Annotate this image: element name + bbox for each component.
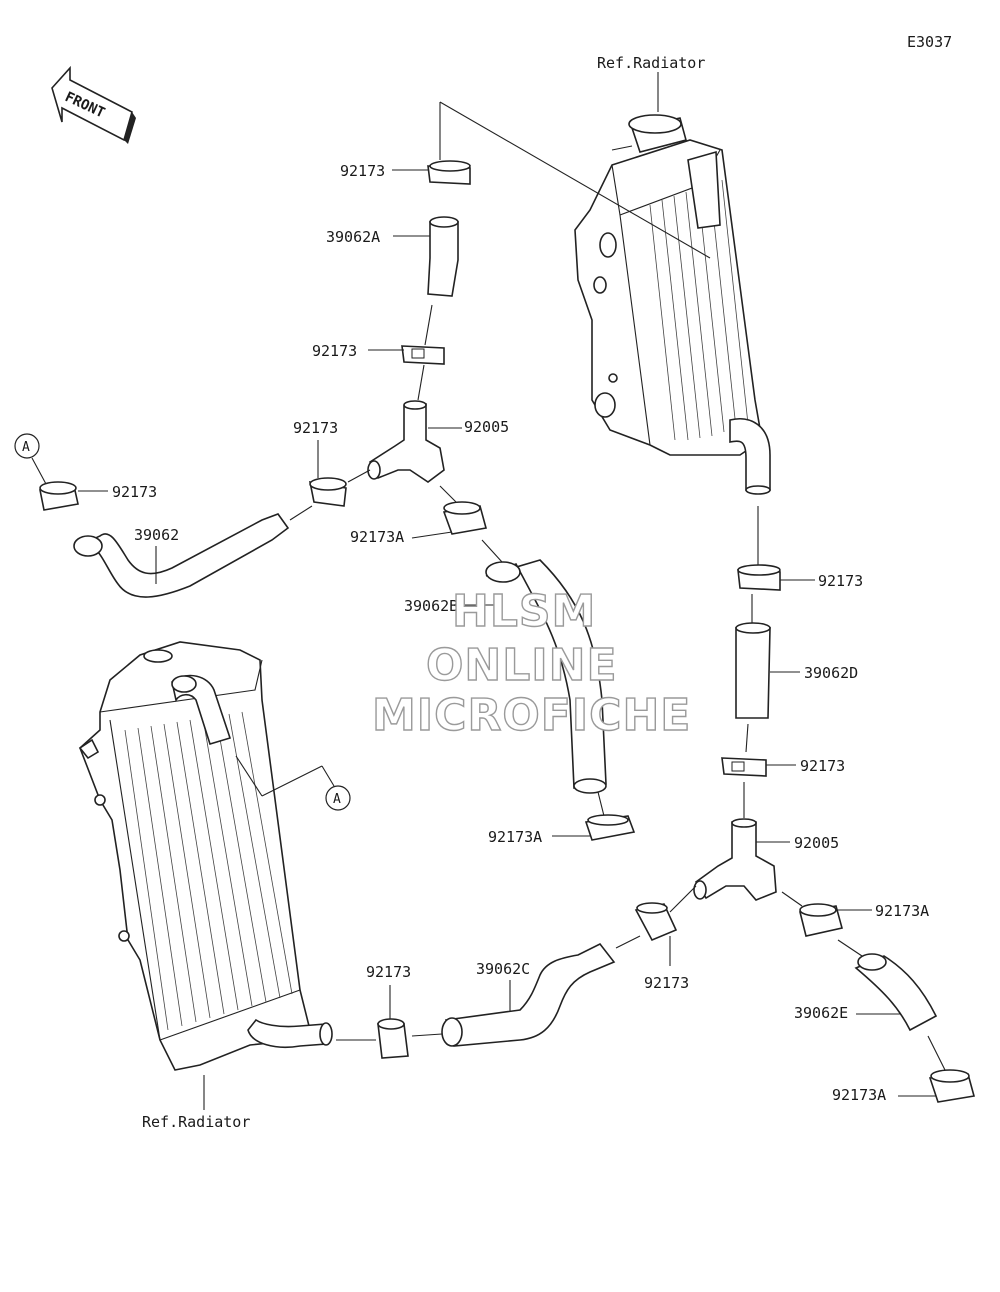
- svg-text:A: A: [22, 440, 30, 455]
- label-hose-e: 39062E: [794, 1004, 848, 1022]
- clamp-92173-joint-left: [308, 477, 347, 507]
- diagram-code: E3037: [907, 33, 952, 51]
- label-clamp-right-mid: 92173: [800, 757, 845, 775]
- label-clamp-mid: 92173: [312, 342, 357, 360]
- label-clamp-right-a: 92173A: [875, 902, 929, 920]
- label-clamp-right-top: 92173: [818, 572, 863, 590]
- clamp-92173-top: [427, 160, 471, 185]
- clamp-92173a-under: [442, 501, 488, 535]
- label-clamp-e-bottom: 92173A: [832, 1086, 886, 1104]
- clamp-92173-a-left: [39, 481, 79, 511]
- callout-a-left: A: [14, 433, 40, 459]
- ref-radiator-top-label: Ref.Radiator: [597, 54, 705, 72]
- hose-39062c: [441, 942, 616, 1047]
- radiator-left: [78, 641, 333, 1071]
- hose-39062: [73, 513, 290, 598]
- clamp-92173a-e-bottom: [928, 1069, 976, 1103]
- label-hose-b: 39062B: [404, 597, 458, 615]
- label-hose-a: 39062A: [326, 228, 380, 246]
- clamp-92173-mid: [401, 345, 445, 365]
- hose-39062a: [427, 216, 459, 297]
- front-arrow-icon: FRONT: [51, 65, 136, 144]
- label-clamp-right-joint: 92173: [644, 974, 689, 992]
- clamp-92173a-b-bottom: [584, 814, 636, 841]
- svg-text:ONLINE: ONLINE: [426, 640, 618, 691]
- clamp-92173-right-joint: [634, 902, 678, 942]
- label-clamp-b-bottom: 92173A: [488, 828, 542, 846]
- clamp-92173-right-top: [737, 564, 781, 591]
- label-clamp-a-left: 92173: [112, 483, 157, 501]
- clamp-92173-bottom-hose: [377, 1018, 409, 1059]
- label-clamp-joint-left: 92173: [293, 419, 338, 437]
- clamp-92173a-right: [799, 903, 843, 937]
- radiator-right: [574, 114, 771, 495]
- callout-a-right: A: [325, 785, 351, 811]
- svg-text:MICROFICHE: MICROFICHE: [372, 690, 691, 741]
- hose-39062d: [735, 622, 771, 719]
- label-clamp-bottom-hose: 92173: [366, 963, 411, 981]
- watermark: HLSM ONLINE MICROFICHE: [371, 585, 691, 741]
- label-hose-c: 39062C: [476, 960, 530, 978]
- fitting-92005-right: [693, 818, 777, 901]
- hose-39062b: [485, 559, 607, 794]
- svg-text:HLSM: HLSM: [452, 586, 596, 637]
- label-hose-d: 39062D: [804, 664, 858, 682]
- label-hose-main: 39062: [134, 526, 179, 544]
- svg-text:A: A: [333, 792, 341, 807]
- label-clamp-a-under: 92173A: [350, 528, 404, 546]
- fitting-92005-left: [367, 400, 445, 483]
- hose-39062e: [854, 953, 938, 1032]
- label-fitting-right: 92005: [794, 834, 839, 852]
- clamp-92173-right-mid: [721, 757, 767, 777]
- label-clamp-top: 92173: [340, 162, 385, 180]
- label-fitting-left: 92005: [464, 418, 509, 436]
- ref-radiator-bottom-label: Ref.Radiator: [142, 1113, 250, 1131]
